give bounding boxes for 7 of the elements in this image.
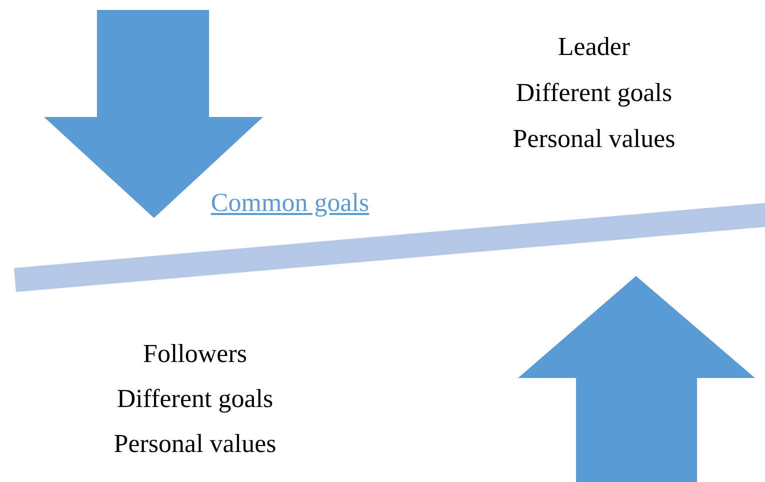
text-label: Personal values	[512, 124, 676, 154]
text-label: Leader	[558, 32, 630, 62]
text-label: Different goals	[116, 384, 274, 414]
text-label: Different goals	[516, 78, 672, 108]
link-text: Common goals	[210, 188, 370, 218]
text-label: Personal values	[114, 429, 276, 459]
text-label: Followers	[143, 339, 247, 369]
